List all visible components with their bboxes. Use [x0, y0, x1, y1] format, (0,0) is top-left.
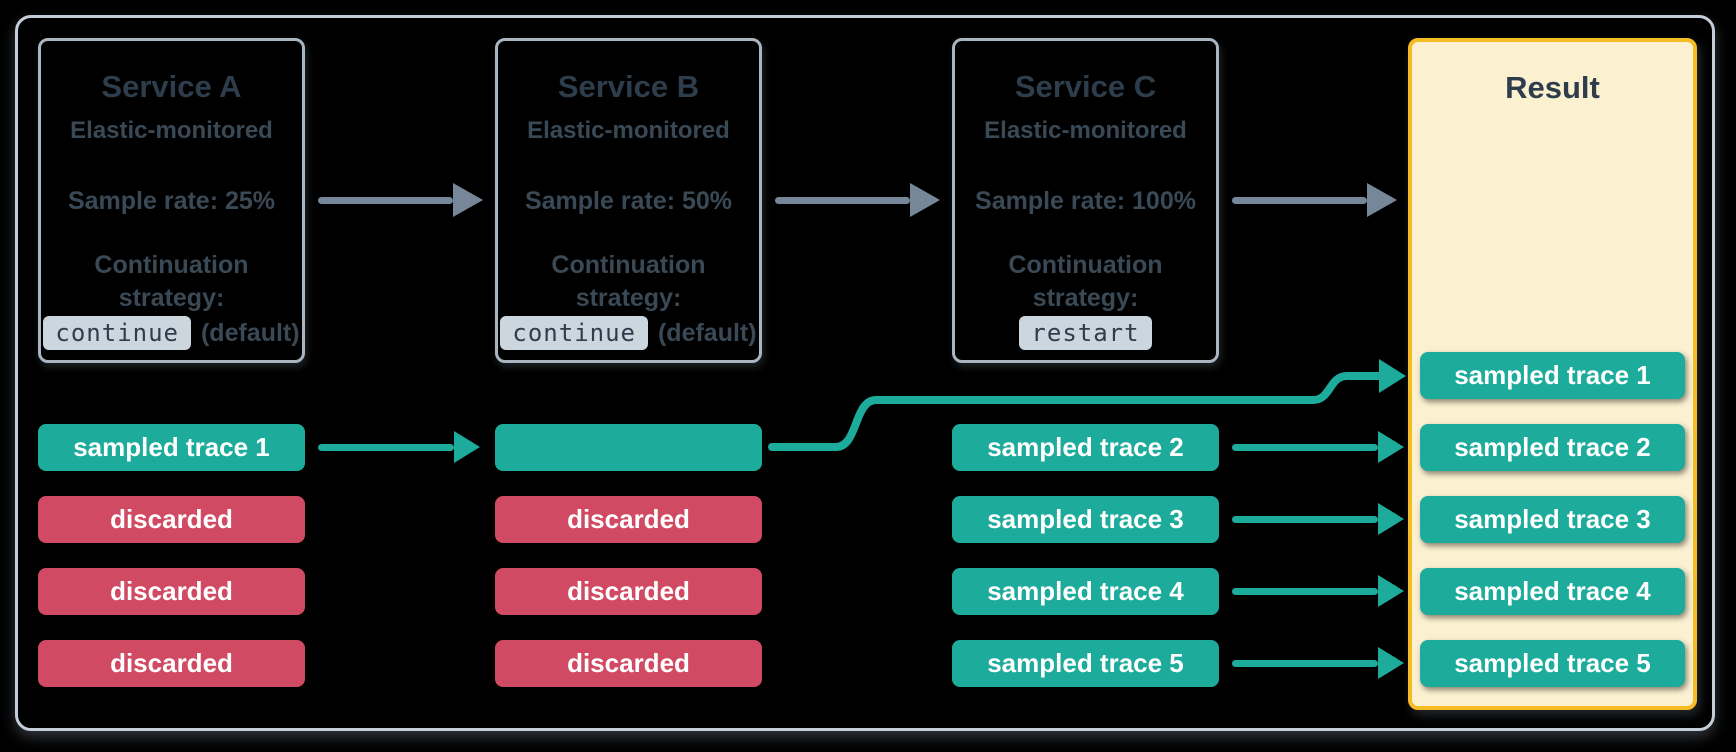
- result-pill: sampled trace 5: [1420, 640, 1685, 687]
- service-a-box: Service A Elastic-monitored Sample rate:…: [38, 38, 305, 363]
- trace3-arrow-icon: [1232, 503, 1404, 535]
- discarded-pill: discarded: [495, 568, 762, 615]
- discarded-pill: discarded: [38, 568, 305, 615]
- trace5-arrow-icon: [1232, 647, 1404, 679]
- sampled-pill: sampled trace 5: [952, 640, 1219, 687]
- strategy-code-chip: continue: [43, 316, 191, 350]
- discarded-pill: discarded: [495, 496, 762, 543]
- sampled-pill: sampled trace 2: [952, 424, 1219, 471]
- service-c-to-result-arrow-icon: [1232, 183, 1397, 217]
- result-pill: sampled trace 4: [1420, 568, 1685, 615]
- strategy-code-chip: restart: [1019, 316, 1152, 350]
- sampled-pill: sampled trace 1: [38, 424, 305, 471]
- service-c-title: Service C: [1014, 69, 1157, 104]
- result-title: Result: [1505, 70, 1600, 105]
- service-b-to-c-arrow-icon: [775, 183, 940, 217]
- result-pill: sampled trace 1: [1420, 352, 1685, 399]
- sampled-pill: sampled trace 3: [952, 496, 1219, 543]
- service-b-box: Service B Elastic-monitored Sample rate:…: [495, 38, 762, 363]
- service-a-strategy-label: Continuation strategy:: [94, 251, 249, 312]
- strategy-code-chip: continue: [500, 316, 648, 350]
- service-a-sample-rate: Sample rate: 25%: [67, 187, 276, 215]
- service-c-sample-rate: Sample rate: 100%: [975, 187, 1196, 215]
- service-b-strategy-row: continue (default): [498, 313, 759, 353]
- service-a-subtitle: Elastic-monitored: [70, 117, 273, 144]
- service-c-subtitle: Elastic-monitored: [984, 117, 1187, 144]
- service-c-box: Service C Elastic-monitored Sample rate:…: [952, 38, 1219, 363]
- service-c-strategy-row: restart: [955, 313, 1216, 353]
- service-b-subtitle: Elastic-monitored: [527, 117, 730, 144]
- service-b-title: Service B: [557, 69, 700, 104]
- service-a-title: Service A: [101, 69, 242, 104]
- discarded-pill: discarded: [38, 640, 305, 687]
- discarded-pill: discarded: [495, 640, 762, 687]
- trace2-arrow-icon: [1232, 431, 1404, 463]
- strategy-default-note: (default): [657, 318, 757, 347]
- sampled-pill-blank: [495, 424, 762, 471]
- discarded-pill: discarded: [38, 496, 305, 543]
- result-pill: sampled trace 3: [1420, 496, 1685, 543]
- trace1-arrow-icon: [318, 431, 480, 463]
- result-pill: sampled trace 2: [1420, 424, 1685, 471]
- service-c-strategy-label: Continuation strategy:: [1008, 251, 1163, 312]
- outer-frame: [15, 15, 1715, 731]
- sampled-pill: sampled trace 4: [952, 568, 1219, 615]
- service-b-strategy-label: Continuation strategy:: [551, 251, 706, 312]
- trace4-arrow-icon: [1232, 575, 1404, 607]
- strategy-default-note: (default): [200, 318, 300, 347]
- service-b-sample-rate: Sample rate: 50%: [524, 187, 733, 215]
- service-a-to-b-arrow-icon: [318, 183, 483, 217]
- service-a-strategy-row: continue (default): [41, 313, 302, 353]
